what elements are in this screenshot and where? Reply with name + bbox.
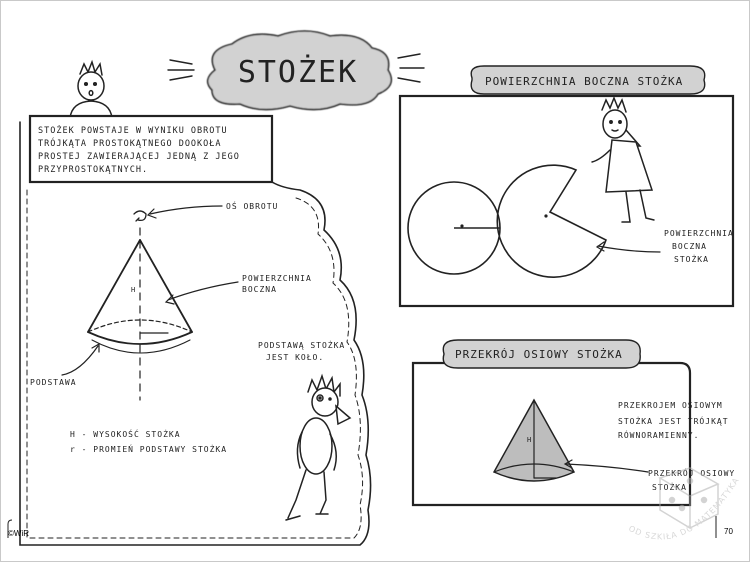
label-lateral-1: POWIERZCHNIA (242, 274, 312, 283)
copyright: ©WiR (8, 529, 29, 538)
panel-lateral: POWIERZCHNIA BOCZNA STOŻKA POWIERZCHNIA … (398, 65, 740, 308)
left-arrows (61, 205, 239, 376)
dice-watermark-icon (658, 467, 720, 530)
svg-text:STOŻEK POWSTAJE W WYNIKU OBROT: STOŻEK POWSTAJE W WYNIKU OBROTU TRÓJKĄTA… (38, 125, 246, 175)
svg-text:PRZEKRÓJ OSIOWY STOŻKA: PRZEKRÓJ OSIOWY STOŻKA (648, 467, 741, 492)
svg-text:POWIERZCHNIA BOCZNA: POWIERZCHNIA BOCZNA (242, 274, 318, 294)
svg-text:PRZEKROJEM OSIOWYM STOŻK: PRZEKROJEM OSIOWYM STOŻKA JEST TRÓJKĄT R… (618, 401, 734, 440)
section-pointer-1: PRZEKRÓJ OSIOWY (648, 467, 735, 478)
section-pointer-2: STOŻKA (652, 482, 687, 492)
panel-section-banner: PRZEKRÓJ OSIOWY STOŻKA (455, 348, 623, 361)
lateral-label-1: POWIERZCHNIA (664, 229, 734, 238)
left-content-outline (19, 121, 372, 546)
title-group: STOŻEK (167, 30, 425, 111)
intro-line-3: PROSTEJ ZAWIERAJĄCEJ JEDNĄ Z JEGO (38, 152, 240, 162)
svg-text:POWIERZCHNIA BOCZNA: POWIERZCHNIA BOCZNA STOŻKA (664, 229, 740, 264)
page-title: STOŻEK (238, 54, 358, 90)
lateral-label-3: STOŻKA (674, 254, 709, 264)
thinking-character (591, 95, 655, 223)
intro-box: STOŻEK POWSTAJE W WYNIKU OBROTU TRÓJKĄTA… (28, 114, 274, 184)
section-desc-3: RÓWNORAMIENNY. (618, 429, 699, 440)
footer: ©WiR 70 (7, 516, 733, 538)
label-axis: OŚ OBROTU (226, 200, 278, 211)
panel-lateral-arrows (595, 241, 661, 253)
svg-text:H - WYSOKOŚĆ STOŻKA r - PR: H - WYSOKOŚĆ STOŻKA r - PROMIEŃ PODSTAWY… (70, 428, 227, 454)
standing-character (285, 373, 352, 521)
intro-line-2: TRÓJKĄTA PROSTOKĄTNEGO DOOKOŁA (38, 137, 222, 149)
base-note-1: PODSTAWĄ STOŻKA (258, 340, 345, 350)
legend-line-2: r - PROMIEŃ PODSTAWY STOŻKA (70, 443, 227, 454)
svg-text:PODSTAWĄ STOŻKA JEST KOŁO.: PODSTAWĄ STOŻKA JEST KOŁO. (258, 340, 351, 362)
title-emphasis-lines (167, 53, 425, 83)
title-cloud (206, 30, 393, 111)
lateral-label-2: BOCZNA (672, 242, 707, 251)
section-cone-drawing (492, 398, 576, 482)
legend-line-1: H - WYSOKOŚĆ STOŻKA (70, 428, 181, 439)
cone-height-letter: H (131, 286, 136, 294)
base-note-2: JEST KOŁO. (266, 353, 324, 362)
section-height-letter: H (527, 436, 532, 444)
intro-character (69, 59, 113, 119)
label-base: PODSTAWA (30, 378, 77, 387)
section-desc-1: PRZEKROJEM OSIOWYM (618, 401, 723, 410)
lateral-sector-drawing (496, 164, 607, 278)
section-desc-2: STOŻKA JEST TRÓJKĄT (618, 415, 729, 426)
intro-line-4: PRZYPROSTOKĄTNYCH. (38, 165, 148, 175)
panel-lateral-banner: POWIERZCHNIA BOCZNA STOŻKA (485, 75, 683, 88)
panel-section: PRZEKRÓJ OSIOWY STOŻKA H PRZEKROJEM OSIO… (411, 339, 741, 507)
base-circle-drawing (407, 181, 501, 275)
page-number: 70 (724, 527, 733, 536)
cone-drawing (87, 210, 193, 401)
intro-line-1: STOŻEK POWSTAJE W WYNIKU OBROTU (38, 125, 228, 136)
label-lateral-2: BOCZNA (242, 285, 277, 294)
section-arrow (563, 459, 649, 473)
